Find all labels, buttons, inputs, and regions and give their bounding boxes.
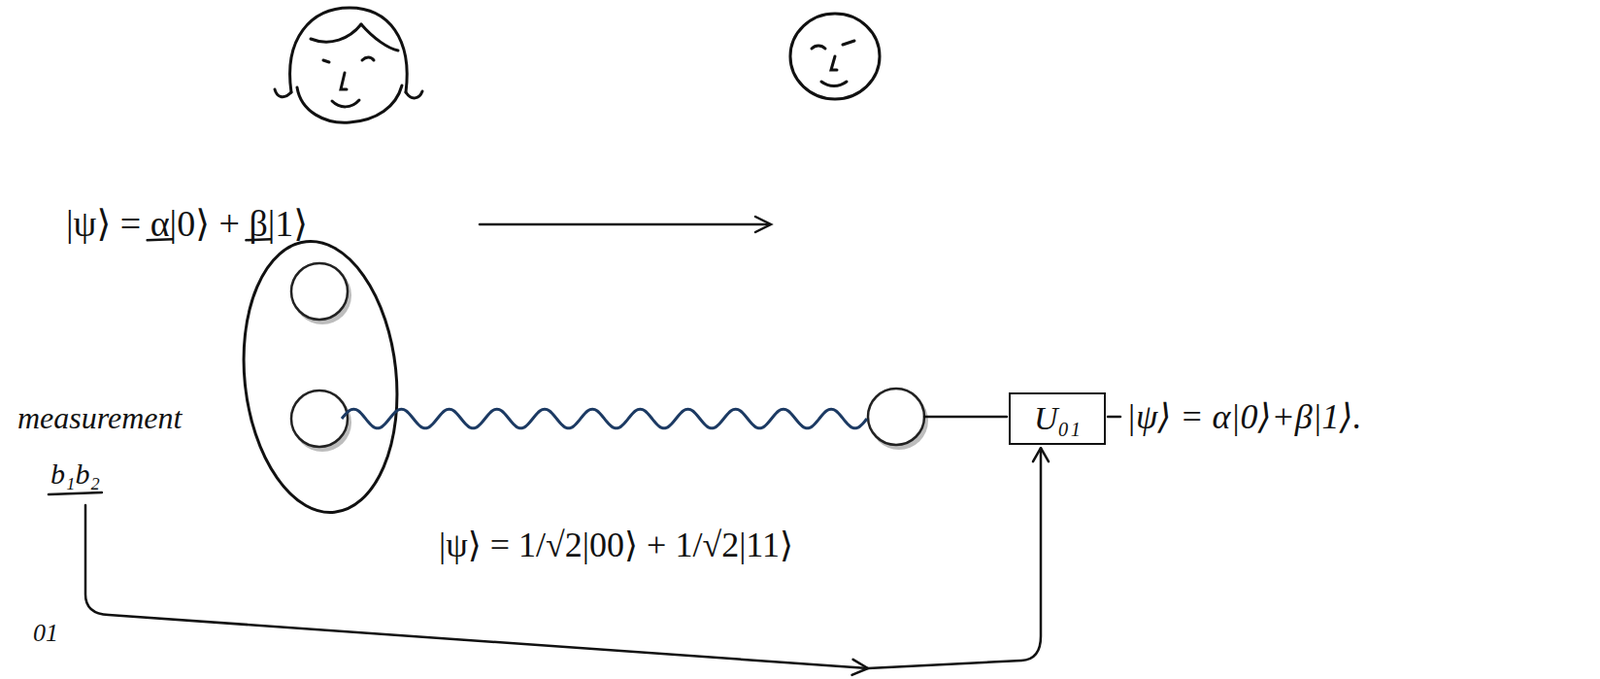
bits-value: 01 xyxy=(33,617,59,648)
wire xyxy=(924,415,1121,419)
send-arrow xyxy=(479,216,771,233)
bell-state: |ψ⟩ = 1/√2|00⟩ + 1/√2|11⟩ xyxy=(438,524,794,567)
qubit-circles xyxy=(291,263,929,452)
input-state: |ψ⟩ = α|0⟩ + β|1⟩ xyxy=(66,201,308,247)
bob-face xyxy=(790,13,880,100)
measured-bits: b₁b₂ xyxy=(50,456,100,492)
measurement-oval xyxy=(231,233,410,521)
measurement-label: measurement xyxy=(17,399,182,436)
underline-stroke xyxy=(48,492,102,495)
entanglement-wave xyxy=(341,408,867,429)
classical-channel xyxy=(85,447,1049,675)
gate-box: U₀₁ xyxy=(1008,392,1106,445)
output-state: |ψ⟩ = α|0⟩+β|1⟩. xyxy=(1126,396,1363,438)
gate-label: U₀₁ xyxy=(1033,400,1081,436)
alice-face xyxy=(274,7,423,123)
